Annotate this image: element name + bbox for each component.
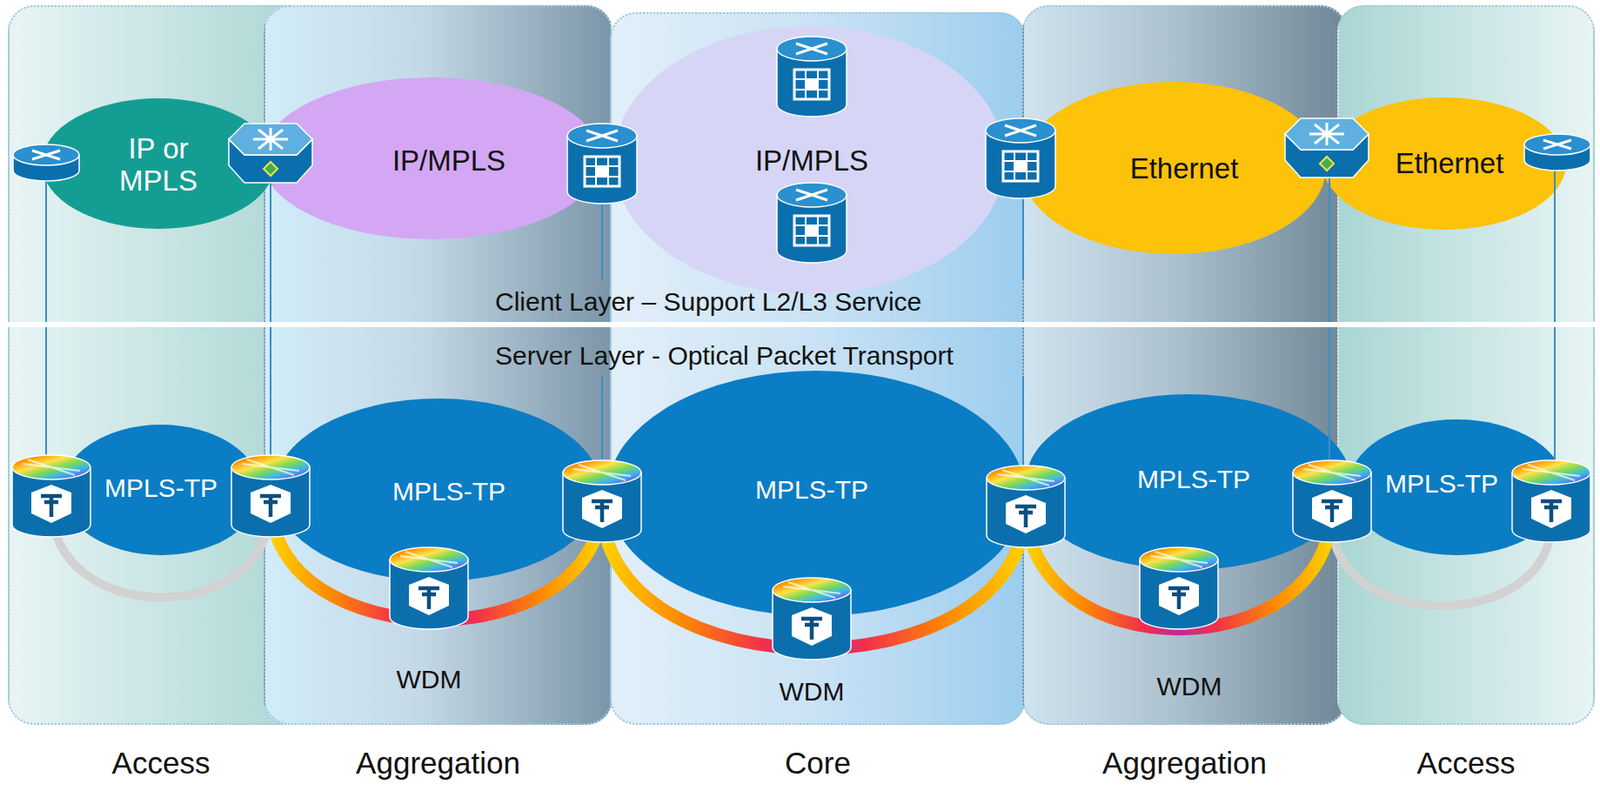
network-label: MPLS-TP — [755, 475, 869, 505]
wdm-label-holder: WDM — [396, 664, 462, 695]
network-label: IP or MPLS — [106, 133, 211, 198]
optical-device — [231, 455, 310, 537]
optical-device — [1292, 460, 1372, 543]
wdm-label: WDM — [779, 676, 845, 706]
uplink-lines-part — [601, 375, 603, 462]
core-router-icon — [985, 118, 1056, 199]
region-label: Access — [1417, 745, 1516, 781]
network-label: Ethernet — [1395, 147, 1505, 181]
core-router-icon — [776, 36, 847, 117]
layer-label: Client Layer – Support L2/L3 Service — [495, 287, 922, 316]
router-icon — [13, 144, 80, 181]
wdm-label-holder: WDM — [1157, 671, 1223, 702]
core-router-icon — [776, 182, 847, 263]
region-label: Aggregation — [1102, 745, 1267, 781]
layer-label-holder: Server Layer - Optical Packet Transport — [495, 341, 954, 371]
network-label: MPLS-TP — [392, 476, 506, 507]
cloud-shape — [613, 26, 1005, 295]
optical-device — [389, 547, 469, 630]
uplink-lines-part — [269, 174, 272, 462]
network-cloud: Ethernet — [1020, 80, 1327, 255]
optical-device — [986, 465, 1065, 548]
cloud-shape — [61, 424, 261, 556]
uplink-lines-part — [1328, 174, 1331, 462]
switch-icon — [228, 123, 313, 183]
uplink-lines-part — [1022, 375, 1025, 470]
uplink-lines-part — [1022, 195, 1025, 281]
network-label: Ethernet — [1130, 153, 1239, 186]
uplink-lines — [46, 165, 1555, 470]
switch-icon — [1285, 118, 1369, 178]
uplink-lines-part — [45, 174, 47, 462]
optical-device — [1512, 460, 1591, 543]
layer-label-holder: Client Layer – Support L2/L3 Service — [495, 287, 922, 317]
layer-label: Server Layer - Optical Packet Transport — [495, 341, 954, 370]
network-label: MPLS-TP — [1385, 468, 1499, 499]
cloud-shape — [1021, 81, 1326, 255]
layer-divider — [0, 321, 1600, 328]
network-label: IP/MPLS — [392, 145, 506, 178]
wdm-label-holder: WDM — [779, 676, 845, 707]
region-label: Core — [784, 745, 851, 781]
uplink-lines-part — [1553, 165, 1556, 462]
network-label: MPLS-TP — [104, 473, 218, 503]
core-router-icon — [567, 123, 637, 204]
optical-device — [772, 577, 851, 660]
uplink-lines-part — [601, 200, 603, 281]
optical-device — [12, 455, 91, 537]
network-label: MPLS-TP — [1137, 464, 1251, 495]
region-label: Access — [112, 745, 211, 781]
network-label: IP/MPLS — [755, 145, 869, 178]
optical-device — [1139, 547, 1219, 630]
wdm-label: WDM — [396, 664, 462, 694]
wdm-label: WDM — [1157, 671, 1223, 701]
region-label: Aggregation — [355, 745, 521, 781]
router-icon — [1524, 133, 1591, 171]
optical-device — [562, 460, 642, 543]
